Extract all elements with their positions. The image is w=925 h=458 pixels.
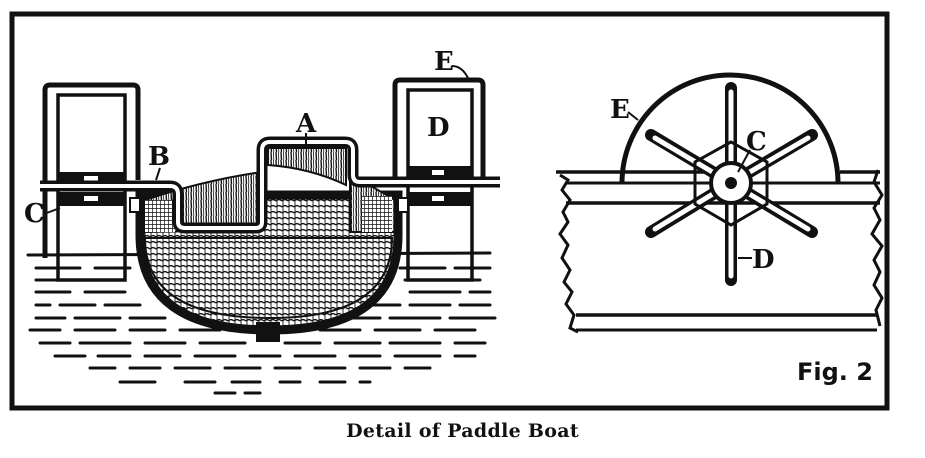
label-d: D: [427, 113, 450, 143]
label-a: A: [295, 109, 317, 139]
figure-frame: [9, 11, 890, 411]
label-b: B: [148, 142, 170, 172]
boat-hull: [40, 136, 500, 342]
label-d-side: D: [752, 245, 775, 275]
figure-caption: Detail of Paddle Boat: [346, 420, 579, 442]
figure-number: Fig. 2: [797, 358, 873, 386]
right-side-view: E C D Fig. 2: [556, 72, 884, 386]
label-e: E: [434, 47, 454, 77]
label-c-side: C: [746, 127, 767, 157]
label-e-side: E: [610, 95, 630, 125]
label-c: C: [24, 199, 45, 229]
paddle-housing-arc: [619, 72, 841, 184]
left-section-view: A B C D E: [24, 47, 500, 395]
water-surface: [26, 251, 497, 395]
paddle-wheel: [645, 82, 818, 286]
